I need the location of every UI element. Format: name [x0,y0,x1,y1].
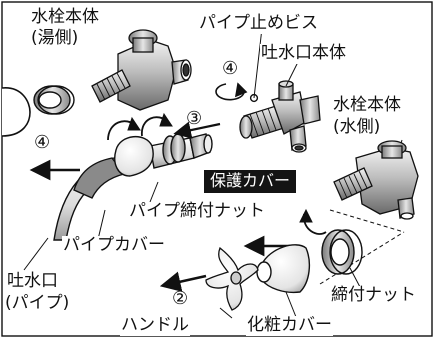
rotation-arrow-cold-nut [299,208,327,235]
label-pipe-tightening-nut: パイプ締付ナット [128,201,266,222]
step-number-4-top: ④ [222,58,239,79]
spout-pipe [53,133,213,241]
faucet-body-hot [91,29,192,111]
tightening-nut-hot [33,85,75,115]
handle [205,246,259,311]
tightening-nut-cold [321,229,363,275]
arrow-step-3 [173,121,221,139]
label-cosmetic-cover: 化粧カバー [246,315,333,336]
label-faucet-body-hot-1: 水栓本体 [30,7,100,28]
label-spout-pipe-2: (パイプ) [4,293,71,314]
cosmetic-cover [256,244,311,294]
pipe-stop-screw [249,27,263,103]
label-pipe-cover: パイプカバー [62,235,166,256]
step-number-3: ③ [186,108,203,129]
label-spout-pipe-1: 吐水口 [6,271,59,292]
step-number-4-left: ④ [34,132,51,153]
spout-body [239,80,321,153]
rotation-arrow-screw [215,82,248,101]
label-protective-cover: 保護カバー [204,170,297,194]
label-faucet-body-cold-1: 水栓本体 [332,95,402,116]
label-faucet-body-cold-2: (水側) [332,117,382,138]
rotation-arrow-pipe-left [107,116,141,141]
label-pipe-stop-screw: パイプ止めビス [198,13,319,34]
arrow-step-2 [159,271,207,292]
label-spout-body: 吐水口本体 [260,43,347,64]
rotation-arrow-pipe-right [141,112,173,137]
wall-ring-partial [1,87,31,137]
label-tightening-nut: 締付ナット [330,285,417,306]
step-number-2: ② [172,288,189,309]
faucet-body-cold [333,140,419,220]
label-faucet-body-hot-2: (湯側) [30,28,80,49]
label-handle: ハンドル [120,315,190,336]
